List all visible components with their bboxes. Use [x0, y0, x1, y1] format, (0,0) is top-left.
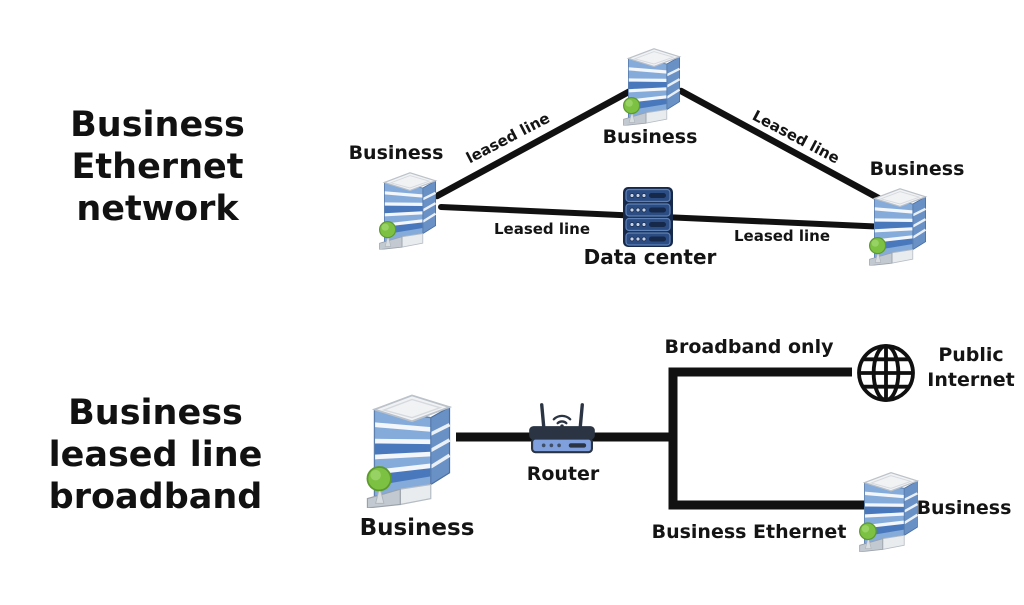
label-leased-line-left-horizontal: Leased line: [493, 220, 591, 238]
business-building-icon-top: [622, 42, 686, 126]
section-title-ethernet: Business Ethernet network: [70, 105, 245, 229]
leased-line-left-diagonal: [433, 85, 638, 200]
label-router: Router: [526, 463, 600, 485]
label-business-ethernet: Business Ethernet: [651, 521, 847, 543]
router-branch-lines: [668, 367, 866, 510]
label-data-center: Data center: [583, 245, 717, 269]
label-business-right: Business: [869, 158, 965, 180]
label-business-headquarters: Business: [359, 515, 475, 541]
label-leased-line-right-horizontal: Leased line: [733, 227, 831, 245]
data-center-server-icon: [622, 186, 674, 248]
business-building-icon-right: [868, 182, 932, 266]
section-title-broadband: Business leased line broadband: [48, 393, 263, 517]
business-building-icon-headquarters: [364, 386, 460, 508]
leased-line-right-diagonal: [677, 87, 897, 210]
label-business-left: Business: [348, 142, 444, 164]
public-internet-globe-icon: [854, 341, 918, 405]
wifi-router-icon: [527, 400, 597, 456]
label-broadband-only: Broadband only: [664, 336, 834, 358]
business-building-icon-remote: [858, 466, 924, 552]
label-business-top: Business: [602, 126, 698, 148]
business-building-icon-left: [378, 166, 442, 250]
label-business-remote: Business: [916, 497, 1012, 519]
label-public-internet: Public Internet: [927, 344, 1015, 391]
